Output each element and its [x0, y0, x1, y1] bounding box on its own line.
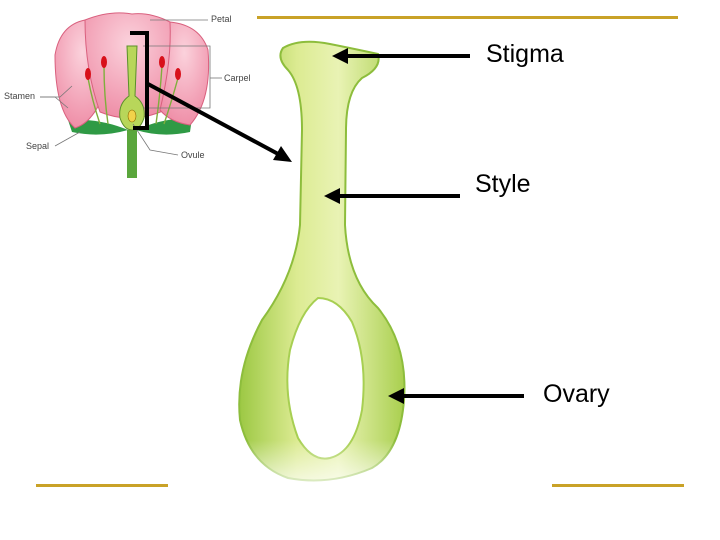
- pistil-illustration: [230, 40, 420, 500]
- style-arrow: [324, 188, 460, 204]
- flower-stem: [127, 130, 137, 178]
- stigma-arrow: [332, 48, 470, 64]
- pistil-fade: [230, 440, 420, 500]
- top-rule: [257, 16, 678, 19]
- label-ovary: Ovary: [543, 380, 610, 408]
- flower-label-ovule: Ovule: [181, 150, 205, 160]
- carpel-bracket: [130, 31, 149, 130]
- zoom-pointer-arrow: [147, 82, 292, 162]
- flower-illustration: [40, 12, 222, 178]
- flower-stamens: [87, 65, 179, 125]
- flower-ovule: [127, 109, 137, 123]
- flower-label-stamen: Stamen: [4, 91, 36, 101]
- flower-label-carpel: Carpel: [224, 73, 251, 83]
- flower-carpel: [119, 45, 145, 131]
- flower-label-sepal: Sepal: [26, 141, 50, 151]
- bottom-left-rule: [36, 484, 168, 487]
- flower-anthers: [85, 56, 181, 80]
- flower-leader-lines: [40, 19, 222, 156]
- bottom-right-rule: [552, 484, 684, 487]
- label-stigma: Stigma: [486, 40, 564, 68]
- ovary-arrow: [388, 388, 524, 404]
- label-style: Style: [475, 170, 531, 198]
- flower-label-petal: Petal: [211, 14, 232, 24]
